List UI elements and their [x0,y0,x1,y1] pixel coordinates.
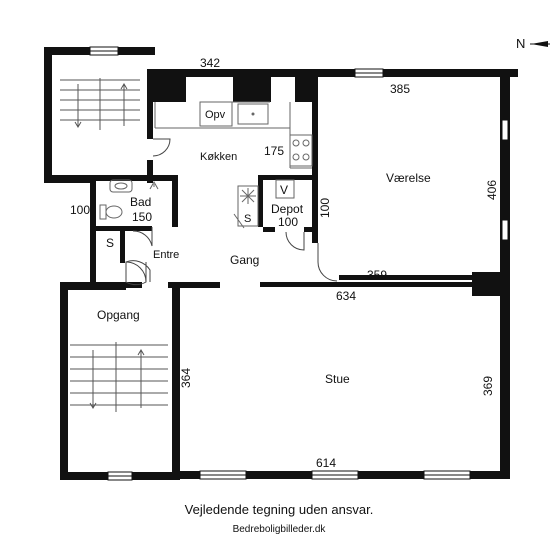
dim-kitchen-side: 175 [264,144,284,158]
windows [89,46,509,481]
dim-living-top: 634 [336,289,356,303]
room-bath-area: 150 [132,210,152,224]
dim-bedroom-bottom: 359 [367,268,387,282]
room-depot-area: 100 [278,215,298,229]
room-depot-label: Depot [271,202,304,216]
depot-fixtures [275,179,295,199]
room-living-label: Stue [325,372,350,386]
dim-bedroom-side: 406 [485,180,499,200]
disclaimer-caption: Vejledende tegning uden ansvar. [185,502,374,517]
compass-label: N [516,36,525,51]
kitchen-counter [154,101,313,169]
dim-kitchen-top: 342 [200,56,220,70]
dim-living-right: 369 [481,376,495,396]
depot-s-label: S [244,213,251,225]
bath-fixtures [99,179,159,220]
depot-v-label: V [280,183,288,197]
dim-living-left: 364 [179,368,193,388]
room-entre-label: Entre [153,249,179,261]
room-bath-label: Bad [130,195,151,209]
dim-bedroom-top: 385 [390,82,410,96]
sink-icon [251,112,255,116]
walls [44,47,518,480]
dim-depot-side: 100 [318,198,332,218]
room-bedroom-label: Værelse [386,171,431,185]
dim-living-bottom: 614 [316,456,336,470]
upper-staircase [60,78,140,130]
room-kitchen-label: Køkken [200,151,237,163]
room-hall-label: Gang [230,253,259,267]
lower-staircase [70,342,168,412]
heater-icon [233,185,259,229]
closet-s-label: S [106,236,114,250]
dim-bath-side: 100 [70,203,90,217]
room-stairs-label: Opgang [97,308,140,322]
north-compass: N [516,36,550,51]
opv-label: Opv [205,109,226,121]
doors [125,138,338,286]
credit-caption: Bedreboligbilleder.dk [233,524,327,535]
